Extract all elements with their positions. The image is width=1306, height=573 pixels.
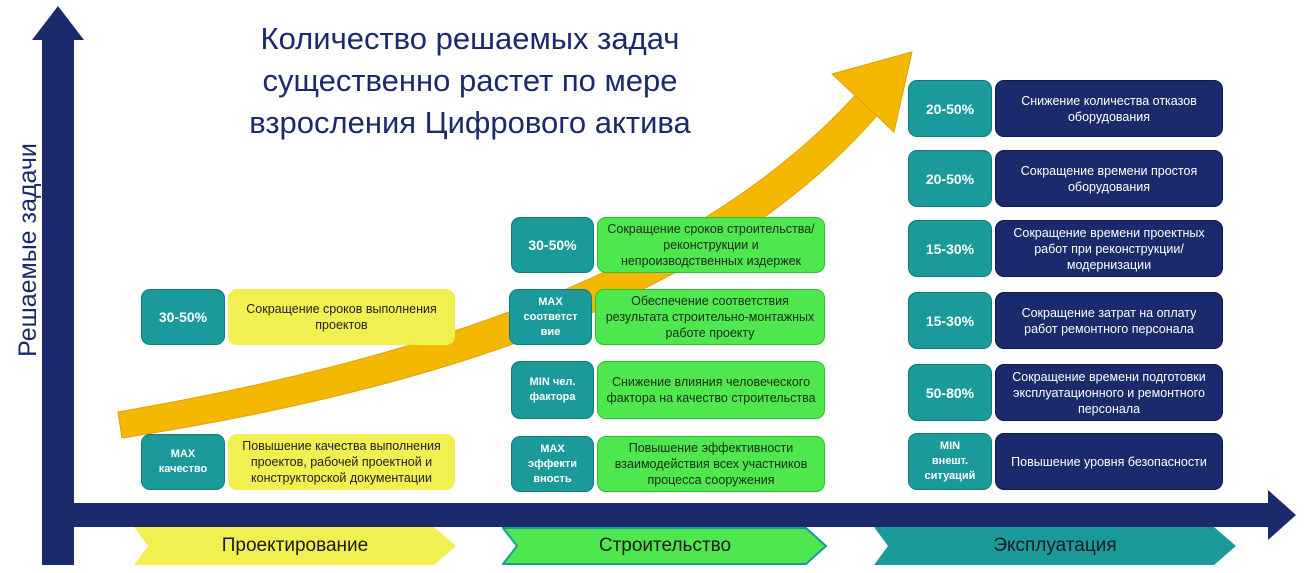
operation-metric-3: 15-30% [908,220,992,277]
metric-line: фактора [529,391,576,403]
design-desc-2: Повышение качества выполнения проектов, … [228,434,455,490]
stage-design: Проектирование [134,527,456,565]
growth-arrow-head [831,51,913,133]
metric-line: вность [533,472,572,485]
design-desc-1: Сокращение сроков выполнения проектов [228,289,455,345]
title-line-3: взросления Цифрового актива [249,105,691,140]
stage-chevron-shape [502,527,828,565]
design-metric-1: 30-50% [141,289,225,345]
metric-line: соответст [523,310,578,323]
metric-line: ситуаций [924,470,976,482]
stage-chevron-shape [134,527,456,565]
stage-label: Эксплуатация [993,535,1117,556]
operation-metric-4: 15-30% [908,292,992,349]
construction-metric-3: MIN чел. фактора [511,361,594,419]
operation-metric-6: MIN внешт. ситуаций [908,433,992,490]
operation-desc-2: Сокращение времени простоя оборудования [995,150,1223,207]
title-line-2: существенно растет по мере [262,63,678,98]
construction-metric-4: MAX эффекти вность [511,436,594,492]
construction-metric-1: 30-50% [511,217,594,273]
stage-construction: Строительство [502,527,828,565]
x-axis-head [1268,490,1296,540]
operation-desc-6: Повышение уровня безопасности [995,433,1223,490]
y-axis-shaft [42,38,74,565]
design-metric-2: MAX качество [141,434,225,490]
operation-metric-5: 50-80% [908,364,992,421]
metric-line: MAX [540,442,565,455]
metric-line: MAX [538,295,563,308]
metric-line: качество [158,463,208,475]
metric-line: вие [540,325,561,338]
operation-desc-1: Снижение количества отказов оборудования [995,80,1223,137]
construction-desc-2: Обеспечение соответствия результата стро… [595,289,825,345]
operation-desc-3: Сокращение времени проектных работ при р… [995,220,1223,277]
x-axis-shaft [74,503,1274,527]
metric-line: MIN [939,440,961,452]
construction-desc-1: Сокращение сроков строительства/реконстр… [597,217,825,273]
construction-desc-3: Снижение влияния человеческого фактора н… [597,361,825,419]
construction-metric-2: MAX соответст вие [509,289,592,345]
stage-operation: Эксплуатация [874,527,1236,565]
metric-line: эффекти [528,457,577,470]
stage-label: Строительство [598,535,732,556]
metric-line: MIN чел. [529,376,576,388]
title-line-1: Количество решаемых задач [260,21,680,56]
metric-line: внешт. [931,455,969,467]
operation-desc-4: Сокращение затрат на оплату работ ремонт… [995,292,1223,349]
chart-title: Количество решаемых задач существенно ра… [200,18,740,144]
y-axis-label: Решаемые задачи [14,143,42,357]
y-axis-head [32,6,84,40]
operation-desc-5: Сокращение времени подготовки эксплуатац… [995,364,1223,421]
operation-metric-1: 20-50% [908,80,992,137]
stage-label: Проектирование [221,535,369,556]
construction-desc-4: Повышение эффективности взаимодействия в… [597,436,825,492]
stage-chevron-shape [874,527,1236,565]
operation-metric-2: 20-50% [908,150,992,207]
metric-line: MAX [170,448,196,460]
